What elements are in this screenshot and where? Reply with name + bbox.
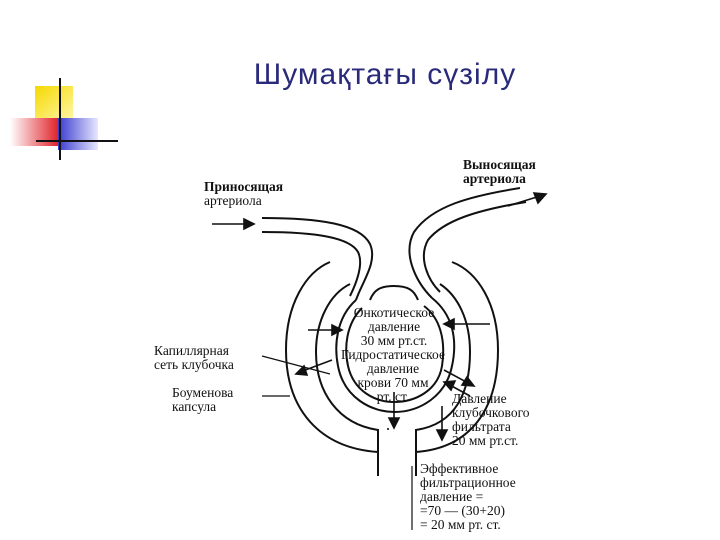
efferent-arteriole-wall-outer — [408, 187, 521, 299]
filtrate-line-3: фильтрата — [452, 419, 511, 434]
oncotic-pressure-label: Онкотическое давление 30 мм рт.ст. — [338, 306, 450, 348]
afferent-arteriole-wall-outer — [261, 217, 374, 301]
oncotic-line-3: 30 мм рт.ст. — [360, 333, 428, 348]
effective-line-3: давление = — [420, 489, 484, 504]
effective-pressure-label: Эффективное фильтрационное давление = =7… — [420, 462, 516, 532]
capillary-net-line-1: Капиллярная — [154, 343, 229, 358]
effective-line-4: =70 — (30+20) — [420, 503, 505, 518]
filtrate-arrowhead — [442, 380, 457, 392]
hydrostatic-arrowhead-down — [387, 417, 401, 430]
efferent-arteriole-wall-inner — [422, 201, 527, 293]
bowman-capsule-inner-wall-right — [415, 283, 472, 452]
capillary-net-leader — [261, 355, 331, 375]
hydrostatic-line-1: Гидростатическое — [341, 347, 445, 362]
oncotic-arrowhead-left — [331, 323, 344, 337]
slide-title: Шумақтағы сүзілу — [253, 58, 517, 91]
afferent-label-line-1: Приносящая — [204, 179, 284, 194]
deco-yellow-square — [35, 86, 73, 118]
afferent-arteriole-label: Приносящая артериола — [204, 180, 283, 208]
hydrostatic-line-3: крови 70 мм — [357, 375, 429, 390]
efferent-flow-arrowhead — [532, 192, 548, 205]
filtrate-line-2: клубочкового — [452, 405, 530, 420]
oncotic-arrowhead-right — [442, 317, 455, 331]
deco-blue-square — [58, 118, 98, 150]
afferent-label-line-2: артериола — [204, 193, 262, 208]
capillary-net-line-2: сеть клубочка — [154, 357, 234, 372]
filtrate-line-1: Давление — [452, 391, 507, 406]
bowman-capsule-outer-wall-right — [415, 261, 500, 476]
afferent-arteriole-wall-inner — [261, 231, 362, 297]
bowman-capsule-inner-wall — [314, 283, 379, 452]
hydrostatic-line-2: давление — [366, 361, 420, 376]
efferent-label-line-2: артериола — [463, 171, 526, 186]
outflow-arrowhead — [435, 429, 449, 442]
filtrate-line-4: 20 мм рт.ст. — [452, 433, 519, 448]
efferent-label-line-1: Выносящая — [463, 157, 536, 172]
hydrostatic-arrowhead-left — [294, 364, 309, 376]
oncotic-line-1: Онкотическое — [353, 305, 435, 320]
vascular-pole — [369, 284, 419, 301]
effective-line-1: Эффективное — [420, 461, 499, 476]
effective-line-5: = 20 мм рт. ст. — [420, 517, 501, 532]
bowman-line-1: Боуменова — [172, 385, 234, 400]
effective-line-2: фильтрационное — [420, 475, 516, 490]
filtrate-pressure-label: Давление клубочкового фильтрата 20 мм рт… — [452, 392, 530, 448]
efferent-arteriole-label: Выносящая артериола — [463, 158, 536, 186]
afferent-flow-arrowhead — [243, 217, 256, 231]
bowman-line-2: капсула — [172, 399, 217, 414]
hydrostatic-arrowhead-right — [460, 375, 476, 387]
hydrostatic-line-4: рт. ст. — [376, 389, 410, 404]
efferent-flow-arrow — [507, 195, 541, 207]
bowman-capsule-label: Боуменова капсула — [172, 386, 233, 414]
corner-decoration — [10, 78, 118, 160]
capillary-net-label: Капиллярная сеть клубочка — [154, 344, 234, 372]
hydrostatic-pressure-label: Гидростатическое давление крови 70 мм рт… — [320, 348, 466, 404]
oncotic-line-2: давление — [367, 319, 421, 334]
